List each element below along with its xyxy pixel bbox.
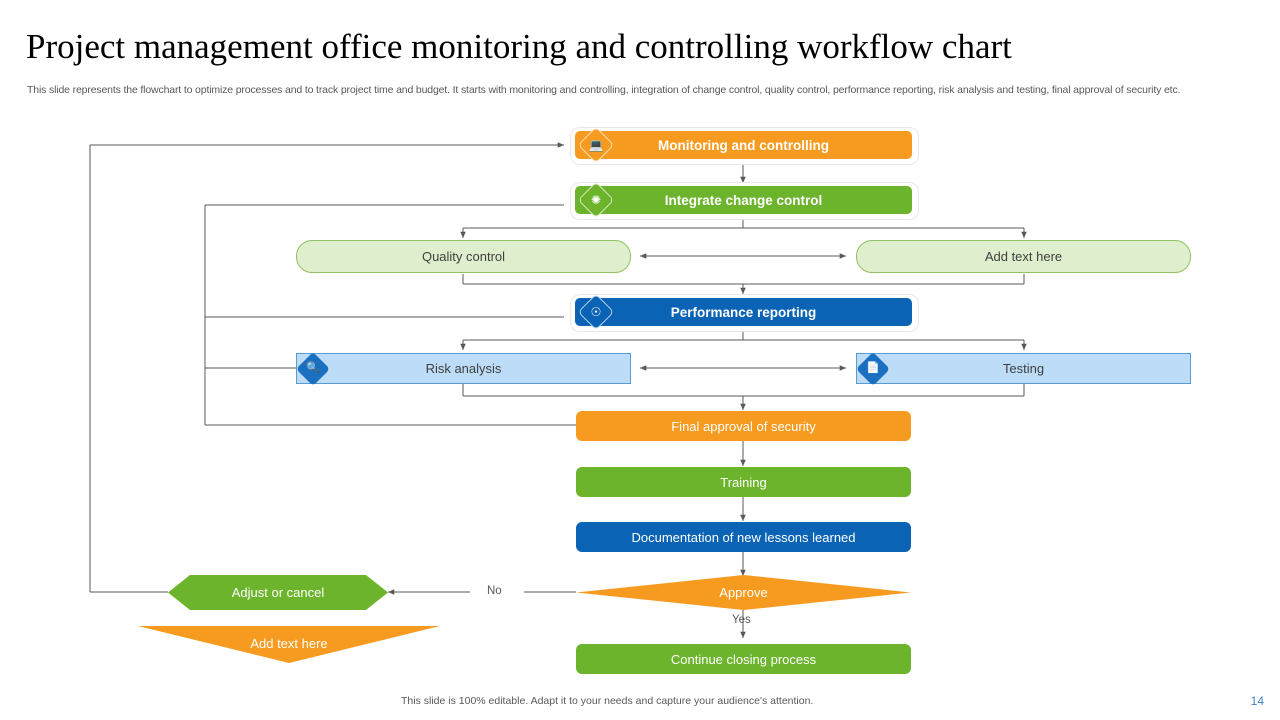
node-label: Documentation of new lessons learned — [631, 529, 856, 545]
node-label: Training — [720, 474, 767, 490]
node-documentation-of-new-lessons-learned[interactable]: Documentation of new lessons learned — [576, 522, 911, 552]
node-label: Final approval of security — [671, 418, 816, 434]
node-adjust-or-cancel[interactable]: Adjust or cancel — [168, 575, 388, 610]
node-continue-closing-process[interactable]: Continue closing process — [576, 644, 911, 674]
node-label: Monitoring and controlling — [658, 137, 829, 153]
hexagon-shape — [168, 575, 388, 610]
edge-label-no: No — [487, 585, 502, 597]
monitor-icon: 💻 — [577, 126, 615, 164]
footer-note: This slide is 100% editable. Adapt it to… — [401, 695, 814, 707]
node-label: Risk analysis — [425, 361, 502, 376]
node-label: Integrate change control — [664, 192, 823, 208]
page-number: 14 — [1250, 694, 1264, 708]
node-label: Approve — [719, 585, 768, 600]
node-label: Add text here — [250, 636, 328, 651]
node-risk-analysis[interactable]: 🔍 Risk analysis — [296, 351, 631, 386]
gauge-icon: ☉ — [577, 293, 615, 331]
magnifier-icon: 🔍 — [296, 351, 330, 386]
node-label: Quality control — [421, 249, 506, 264]
page-title: Project management office monitoring and… — [26, 27, 1012, 66]
node-monitoring-and-controlling[interactable]: 💻 Monitoring and controlling — [575, 126, 912, 164]
node-testing[interactable]: 📄 Testing — [856, 351, 1191, 386]
node-label: Testing — [1002, 361, 1045, 376]
node-performance-reporting[interactable]: ☉ Performance reporting — [575, 293, 912, 331]
node-final-approval-of-security[interactable]: Final approval of security — [576, 411, 911, 441]
node-label: Add text here — [984, 249, 1063, 264]
page-subtitle: This slide represents the flowchart to o… — [27, 84, 1181, 96]
node-integrate-change-control[interactable]: ✺ Integrate change control — [575, 181, 912, 219]
node-add-text-here-green[interactable]: Add text here — [856, 240, 1191, 273]
node-approve[interactable]: Approve — [576, 575, 911, 610]
node-add-text-here-orange[interactable]: Add text here — [138, 626, 440, 663]
edge-label-yes: Yes — [732, 614, 751, 626]
node-label: Adjust or cancel — [231, 585, 325, 600]
gear-icon: ✺ — [577, 181, 615, 219]
node-quality-control[interactable]: Quality control — [296, 240, 631, 273]
document-icon: 📄 — [856, 351, 890, 386]
node-label: Performance reporting — [670, 304, 817, 320]
node-label: Continue closing process — [670, 651, 817, 667]
node-training[interactable]: Training — [576, 467, 911, 497]
